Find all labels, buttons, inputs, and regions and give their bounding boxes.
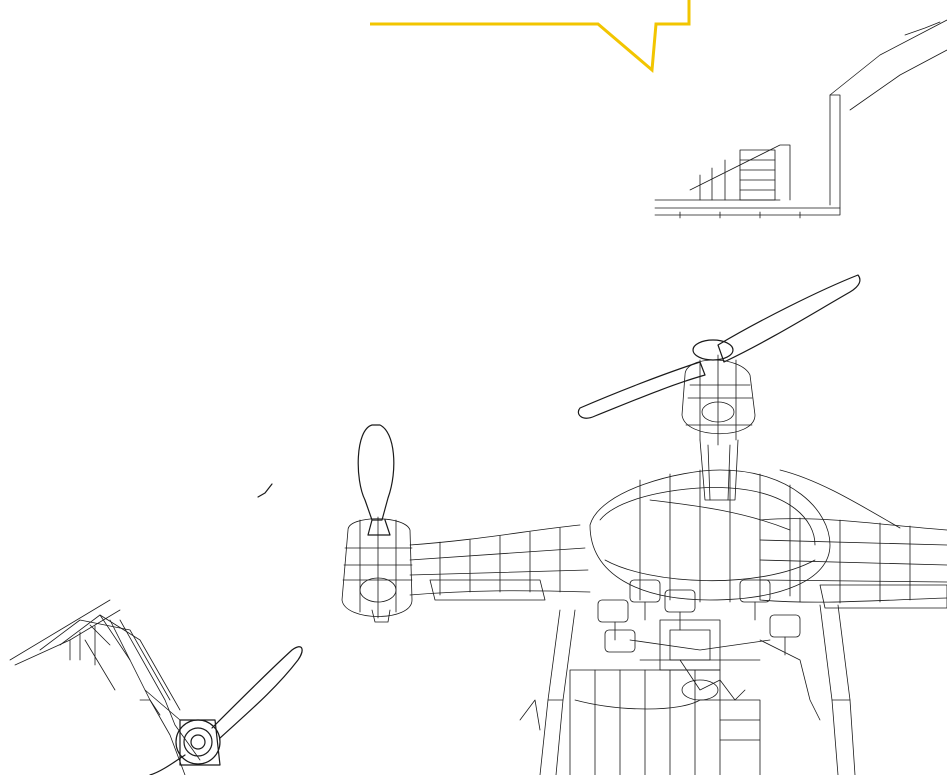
small-wire-tick [257, 483, 273, 498]
motor-top [681, 354, 756, 501]
lower-left-drone-fragment [9, 599, 201, 775]
motor-left [341, 516, 413, 623]
propeller-left [357, 424, 395, 536]
propeller-bottom-left [149, 646, 303, 775]
arm-left [409, 524, 591, 601]
gimbal-assembly [597, 579, 801, 701]
landing-gear [519, 604, 856, 775]
propeller-top [577, 274, 861, 419]
yellow-callout-outline [370, 0, 691, 74]
arm-right [759, 469, 947, 609]
drone-body [589, 469, 831, 603]
top-right-wireframe-fragment [654, 19, 947, 219]
